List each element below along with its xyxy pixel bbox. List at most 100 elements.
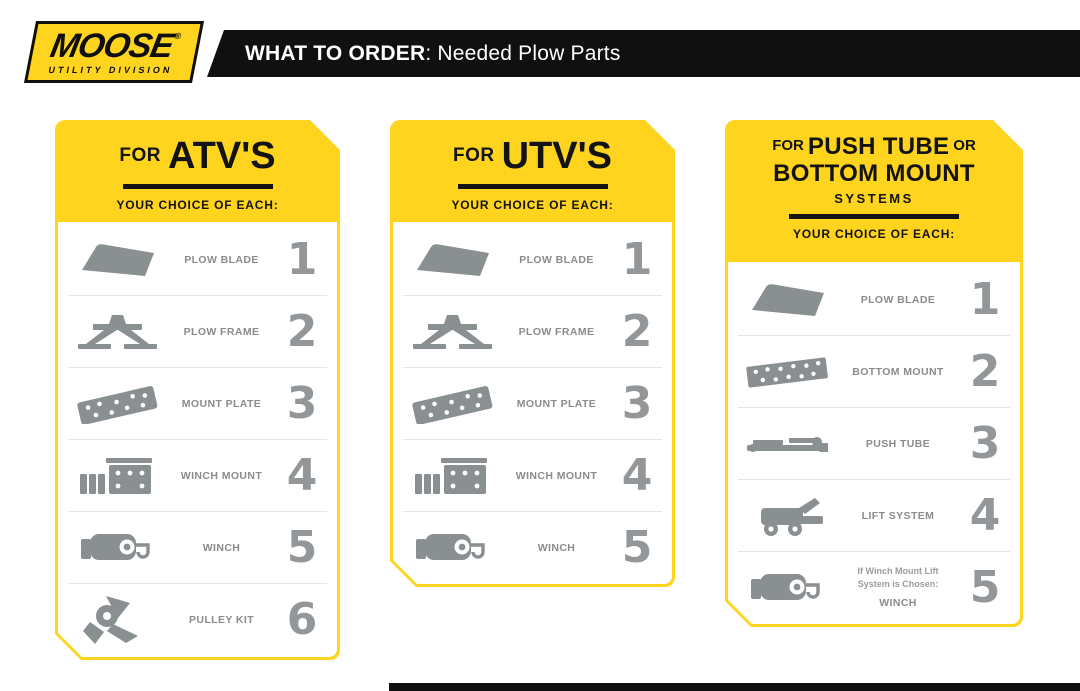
part-label: PUSH TUBE: [865, 437, 931, 450]
parts-row: PLOW FRAME 2: [403, 296, 662, 368]
plow-blade-icon: [403, 241, 501, 279]
title-underline: [458, 184, 608, 189]
part-number: 2: [286, 305, 318, 357]
part-number: 5: [969, 562, 1001, 613]
part-label: PLOW FRAME: [183, 325, 260, 338]
moose-logo-wordmark: MOOSE®: [47, 27, 183, 65]
card-title-main1: PUSH TUBE: [807, 133, 950, 160]
page-title-rest: : Needed Plow Parts: [425, 41, 621, 65]
parts-row: BOTTOM MOUNT 2: [738, 336, 1010, 408]
part-label: WINCH MOUNT: [515, 469, 598, 482]
card-title-systems: SYSTEMS: [834, 191, 914, 206]
part-label: LIFT SYSTEM: [861, 509, 935, 522]
part-label: WINCH MOUNT: [180, 469, 263, 482]
plow-blade-icon: [68, 241, 166, 279]
part-label: PLOW FRAME: [518, 325, 595, 338]
part-label: PULLEY KIT: [188, 614, 255, 626]
logo-subtext: UTILITY DIVISION: [47, 65, 174, 75]
moose-logo: MOOSE® UTILITY DIVISION: [23, 21, 205, 83]
parts-row: WINCH 5: [403, 512, 662, 584]
card-title-or: OR: [953, 137, 976, 154]
part-label: BOTTOM MOUNT: [852, 365, 944, 378]
part-number: 1: [621, 233, 653, 285]
page-title: WHAT TO ORDER: Needed Plow Parts: [245, 42, 621, 66]
card-utv-body: PLOW BLADE 1 PLOW FRAME 2 MOUNT PLATE 3 …: [393, 222, 672, 584]
parts-row: PUSH TUBE 3: [738, 408, 1010, 480]
part-number: 4: [969, 489, 1001, 541]
parts-row: WINCH 5: [68, 512, 327, 584]
part-label: PLOW BLADE: [860, 293, 936, 306]
card-title-line2: BOTTOM MOUNT: [725, 160, 1023, 187]
card-title-prefix: FOR: [453, 145, 495, 166]
card-title-prefix: FOR: [119, 145, 162, 166]
card-utv-title: FOR UTV'S: [390, 135, 675, 178]
part-note: If Winch Mount Lift System is Chosen:: [857, 566, 939, 589]
parts-row: PLOW BLADE 1: [738, 264, 1010, 336]
parts-row: PULLEY KIT 6: [68, 584, 327, 656]
part-number: 1: [286, 233, 318, 285]
winch-mount-icon: [403, 456, 501, 496]
part-label: WINCH: [202, 541, 241, 554]
page-header-bar: WHAT TO ORDER: Needed Plow Parts: [207, 30, 1080, 77]
plow-frame-icon: [68, 313, 166, 351]
part-label: PLOW BLADE: [519, 253, 594, 266]
part-label-group: If Winch Mount Lift System is Chosen: WI…: [836, 565, 960, 610]
title-underline: [123, 184, 273, 189]
part-number: 5: [621, 522, 653, 573]
plow-frame-icon: [403, 313, 501, 351]
part-number: 4: [286, 449, 318, 501]
part-number: 6: [286, 594, 318, 645]
plow-blade-icon: [738, 281, 836, 319]
part-number: 3: [286, 377, 318, 429]
part-label: PLOW BLADE: [184, 253, 259, 266]
part-number: 1: [969, 273, 1001, 325]
card-atv-header: FOR ATV'S YOUR CHOICE OF EACH:: [55, 120, 340, 212]
registered-mark: ®: [173, 31, 183, 41]
winch-icon: [68, 531, 166, 565]
card-title-main: ATV'S: [168, 135, 276, 177]
part-number: 3: [969, 417, 1001, 469]
card-pushtube-body: PLOW BLADE 1 BOTTOM MOUNT 2 PUSH TUBE 3 …: [728, 262, 1020, 624]
part-number: 4: [621, 449, 653, 501]
part-number: 3: [621, 377, 653, 429]
winch-icon: [738, 571, 836, 605]
mount-plate-icon: [68, 384, 166, 424]
push-tube-icon: [738, 430, 836, 458]
parts-row: PLOW BLADE 1: [68, 224, 327, 296]
parts-row: MOUNT PLATE 3: [403, 368, 662, 440]
winch-mount-icon: [68, 456, 166, 496]
page-title-bold: WHAT TO ORDER: [245, 41, 426, 65]
parts-row: PLOW BLADE 1: [403, 224, 662, 296]
card-subtitle: YOUR CHOICE OF EACH:: [792, 227, 955, 241]
parts-row: WINCH MOUNT 4: [403, 440, 662, 512]
title-underline: [789, 214, 959, 219]
card-title-main: UTV'S: [501, 135, 612, 177]
part-label: WINCH: [879, 596, 917, 609]
pulley-kit-icon: [68, 594, 166, 646]
parts-row: If Winch Mount Lift System is Chosen: WI…: [738, 552, 1010, 624]
part-number: 5: [286, 521, 318, 573]
winch-icon: [403, 531, 501, 565]
card-atv-title: FOR ATV'S: [55, 135, 340, 178]
part-label: MOUNT PLATE: [181, 397, 262, 410]
card-atv-body: PLOW BLADE 1 PLOW FRAME 2 MOUNT PLATE 3 …: [58, 222, 337, 657]
part-label: WINCH: [537, 542, 576, 554]
card-utv-header: FOR UTV'S YOUR CHOICE OF EACH:: [390, 120, 675, 212]
card-utv: FOR UTV'S YOUR CHOICE OF EACH: PLOW BLADE…: [390, 120, 675, 587]
parts-row: LIFT SYSTEM 4: [738, 480, 1010, 552]
parts-row: MOUNT PLATE 3: [68, 368, 327, 440]
bottom-accent-bar: [389, 683, 1080, 691]
lift-system-icon: [738, 494, 836, 538]
part-number: 2: [969, 345, 1001, 397]
logo-text: MOOSE: [47, 27, 177, 65]
card-subtitle: YOUR CHOICE OF EACH:: [116, 198, 279, 212]
card-title-main2: BOTTOM MOUNT: [773, 160, 975, 187]
card-subtitle: YOUR CHOICE OF EACH:: [451, 198, 614, 212]
part-label: MOUNT PLATE: [516, 397, 597, 410]
card-atv: FOR ATV'S YOUR CHOICE OF EACH: PLOW BLADE…: [55, 120, 340, 660]
card-title-prefix: FOR: [772, 137, 804, 154]
mount-plate-icon: [403, 384, 501, 424]
